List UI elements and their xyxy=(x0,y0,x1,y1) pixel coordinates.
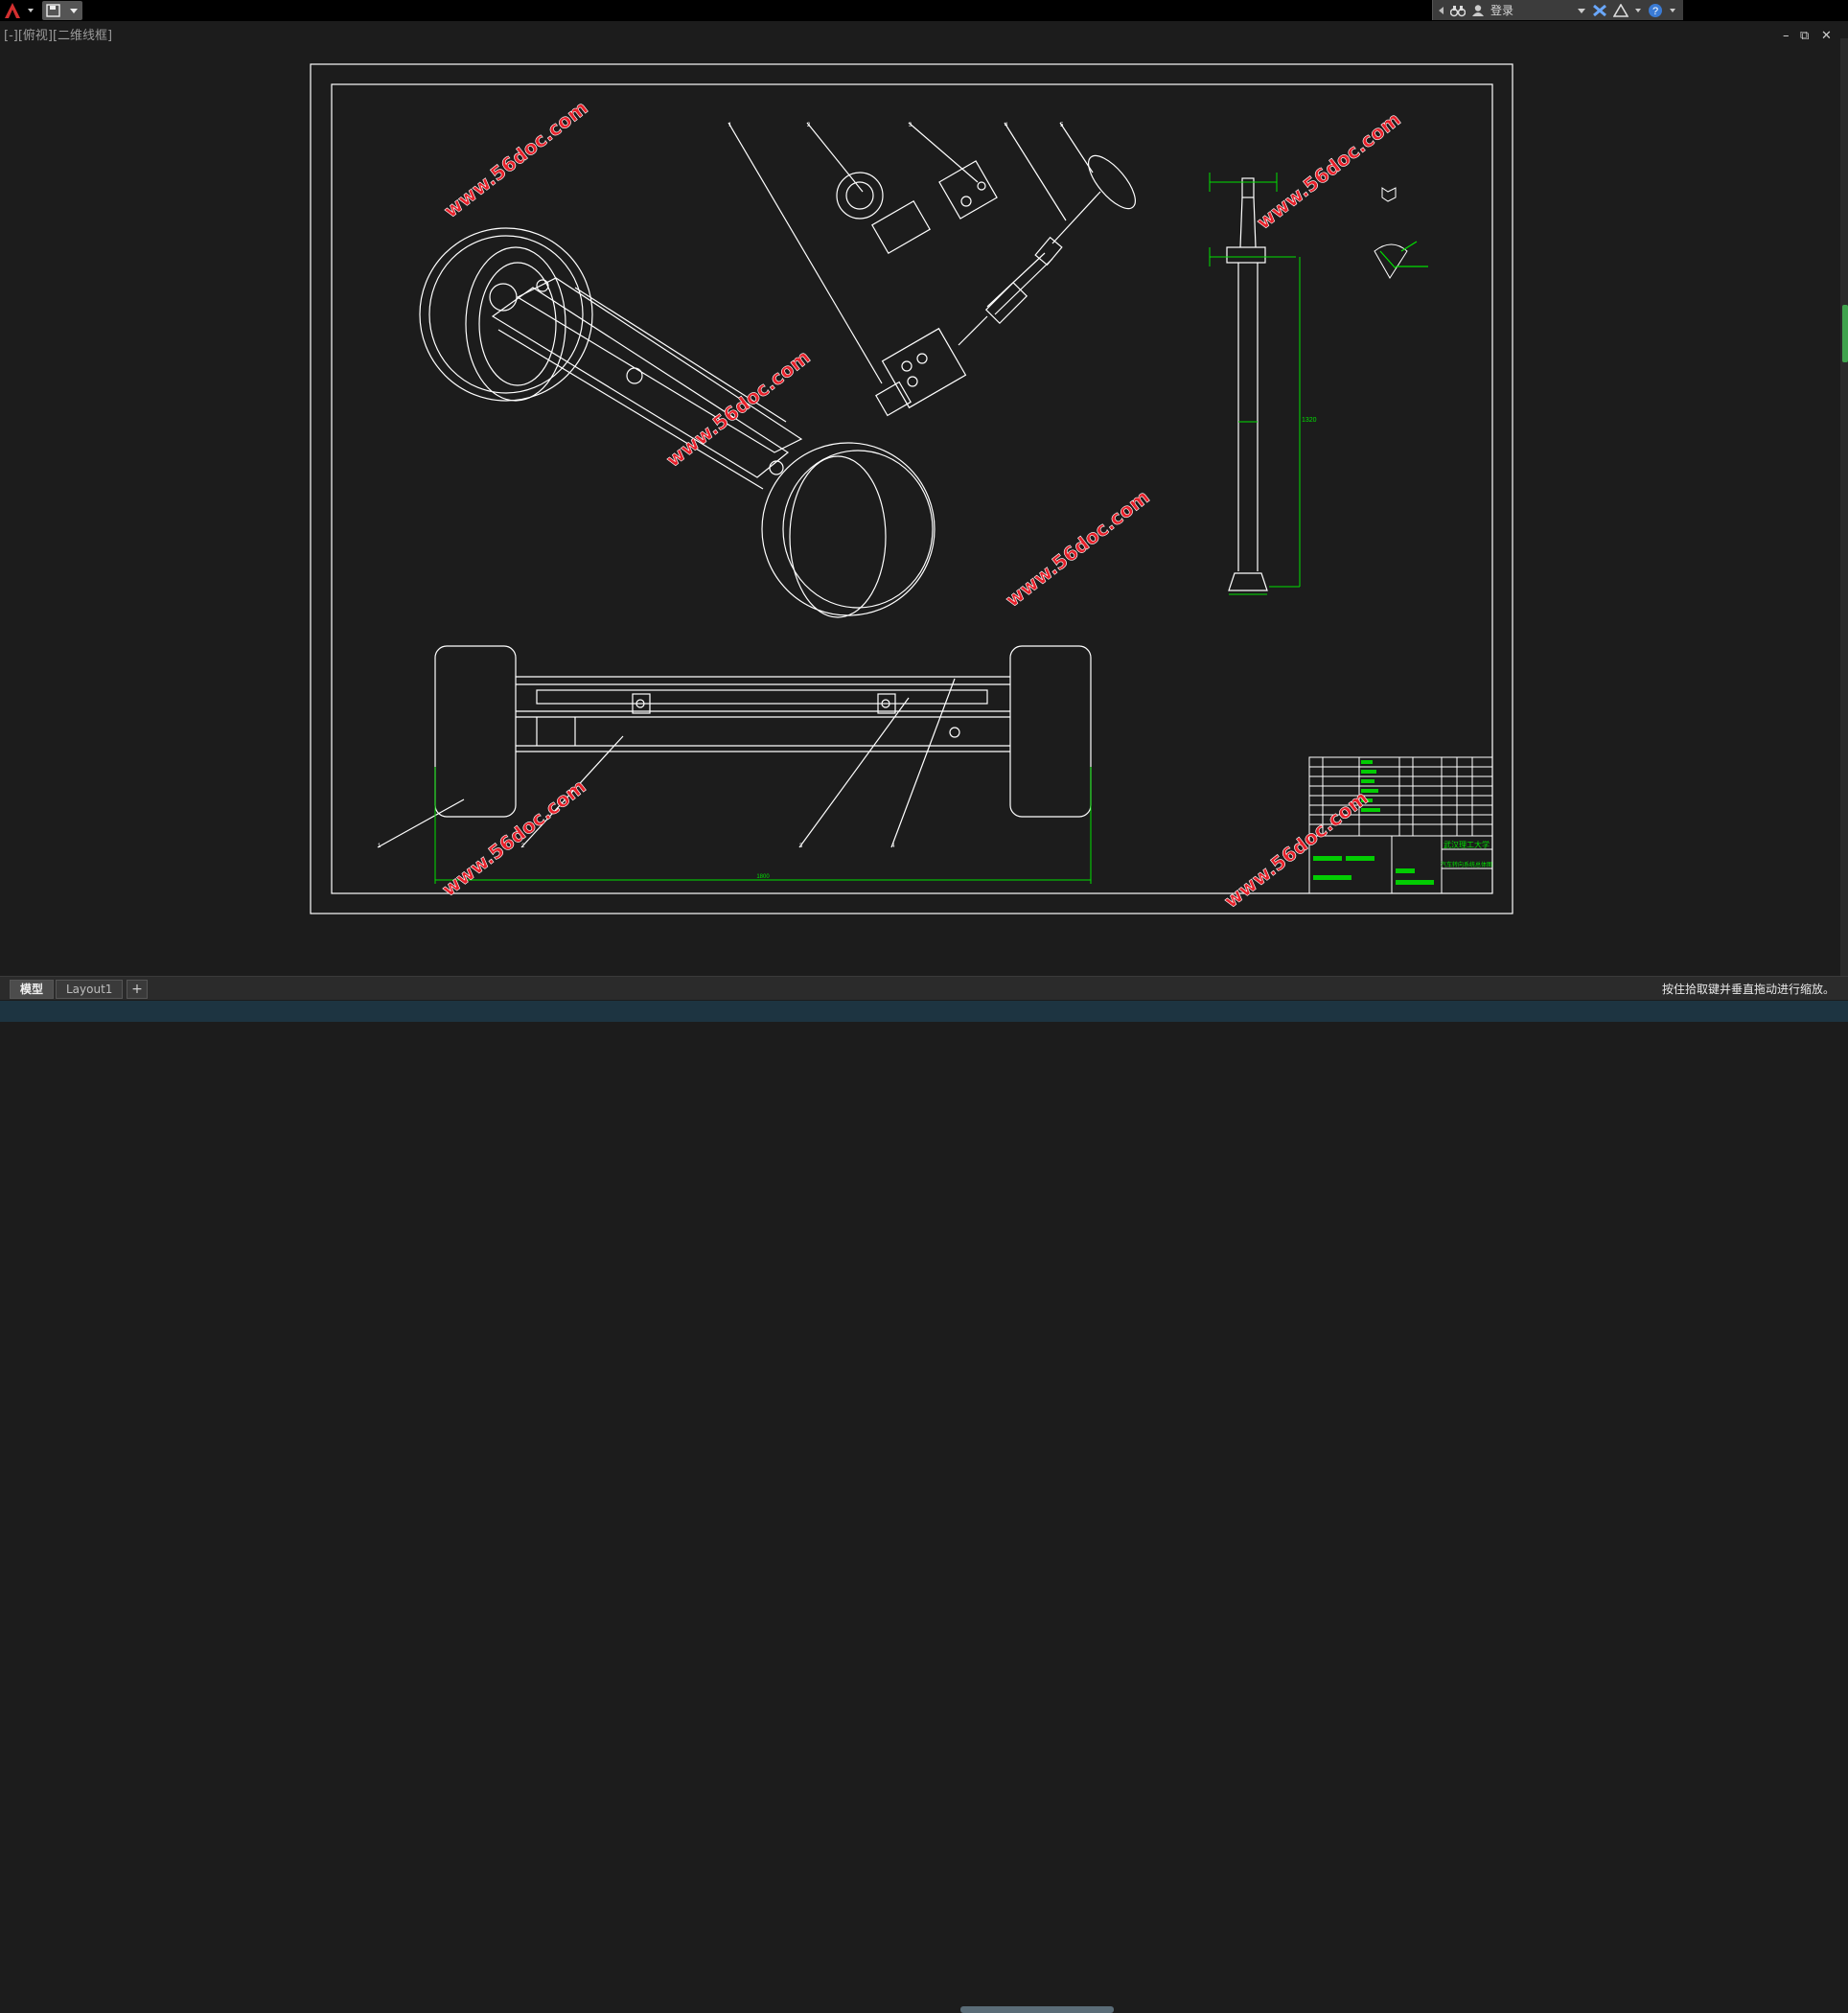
overall-dimension: 1800 xyxy=(756,874,770,880)
isometric-axle-view xyxy=(419,227,936,618)
steering-components xyxy=(728,122,1136,417)
dropdown-arrow-icon xyxy=(28,9,34,12)
steering-column-view: 1320 xyxy=(1209,173,1428,595)
dropdown-arrow-icon[interactable] xyxy=(1437,6,1444,15)
dimension-text: 1320 xyxy=(1302,417,1317,424)
close-button[interactable]: ✕ xyxy=(1821,29,1832,43)
tab-layout1[interactable]: Layout1 xyxy=(56,980,124,999)
a360-icon[interactable] xyxy=(1613,3,1629,17)
infocenter-bar: 登录 ? xyxy=(1432,0,1683,20)
drawing-canvas[interactable]: 1320 1800 1 xyxy=(0,21,1840,976)
svg-text:www.56doc.com: www.56doc.com xyxy=(1001,485,1153,612)
front-axle-view: 1800 xyxy=(377,645,1092,884)
title-bar: 登录 ? xyxy=(0,0,1848,21)
command-hint: 按住拾取键并垂直拖动进行缩放。 xyxy=(1661,983,1835,996)
save-icon[interactable] xyxy=(46,4,61,17)
help-icon[interactable]: ? xyxy=(1648,3,1663,18)
restore-button[interactable]: ⧉ xyxy=(1800,29,1810,43)
title-block: 武汉理工大学 汽车转向系统总体图 xyxy=(1308,756,1493,894)
svg-text:1: 1 xyxy=(378,844,381,849)
svg-text:2: 2 xyxy=(521,844,525,849)
autocad-logo-icon xyxy=(5,3,34,18)
add-layout-button[interactable]: + xyxy=(127,980,148,999)
binoculars-icon[interactable] xyxy=(1450,4,1466,17)
outer-frame xyxy=(310,63,1513,914)
svg-text:www.56doc.com: www.56doc.com xyxy=(661,345,814,472)
navigation-bar-handle[interactable] xyxy=(1842,305,1848,362)
inner-frame xyxy=(331,83,1493,894)
layout-tab-bar: 模型 Layout1 + 按住拾取键并垂直拖动进行缩放。 xyxy=(0,976,1848,1000)
svg-text:www.56doc.com: www.56doc.com xyxy=(439,96,591,222)
user-icon xyxy=(1472,4,1484,16)
dropdown-arrow-icon[interactable] xyxy=(69,7,79,14)
svg-text:2: 2 xyxy=(807,123,811,128)
tab-model[interactable]: 模型 xyxy=(10,980,55,999)
drawing-title: 汽车转向系统总体图 xyxy=(1441,861,1492,868)
section-view xyxy=(1374,243,1408,279)
quick-access-toolbar[interactable] xyxy=(42,1,82,20)
svg-text:?: ? xyxy=(1652,6,1658,17)
dropdown-arrow-icon[interactable] xyxy=(1634,7,1642,14)
svg-text:5: 5 xyxy=(1060,123,1064,128)
status-bar xyxy=(0,1001,1848,2013)
horizontal-scrollbar[interactable] xyxy=(960,2006,1114,2013)
svg-text:4: 4 xyxy=(891,844,895,849)
svg-text:www.56doc.com: www.56doc.com xyxy=(437,775,589,901)
sign-in-button[interactable]: 登录 xyxy=(1490,4,1514,17)
exchange-icon[interactable] xyxy=(1592,4,1607,17)
dropdown-arrow-icon[interactable] xyxy=(1669,7,1676,14)
watermarks: www.56doc.com www.56doc.com www.56doc.co… xyxy=(437,96,1405,914)
minimize-button[interactable]: – xyxy=(1783,29,1790,43)
dropdown-arrow-icon[interactable] xyxy=(1577,7,1586,14)
svg-text:4: 4 xyxy=(1005,123,1008,128)
application-menu-button[interactable] xyxy=(2,1,36,20)
svg-text:www.56doc.com: www.56doc.com xyxy=(1252,107,1404,234)
svg-text:1: 1 xyxy=(728,123,732,128)
svg-text:3: 3 xyxy=(909,123,912,128)
svg-text:3: 3 xyxy=(799,844,803,849)
part-balloons: 1 2 3 4 5 1 2 3 4 xyxy=(378,123,1064,849)
viewport-controls[interactable]: [-][俯视][二维线框] xyxy=(4,29,113,43)
university-name: 武汉理工大学 xyxy=(1444,840,1490,849)
vertical-scrollbar[interactable] xyxy=(1840,38,1848,987)
